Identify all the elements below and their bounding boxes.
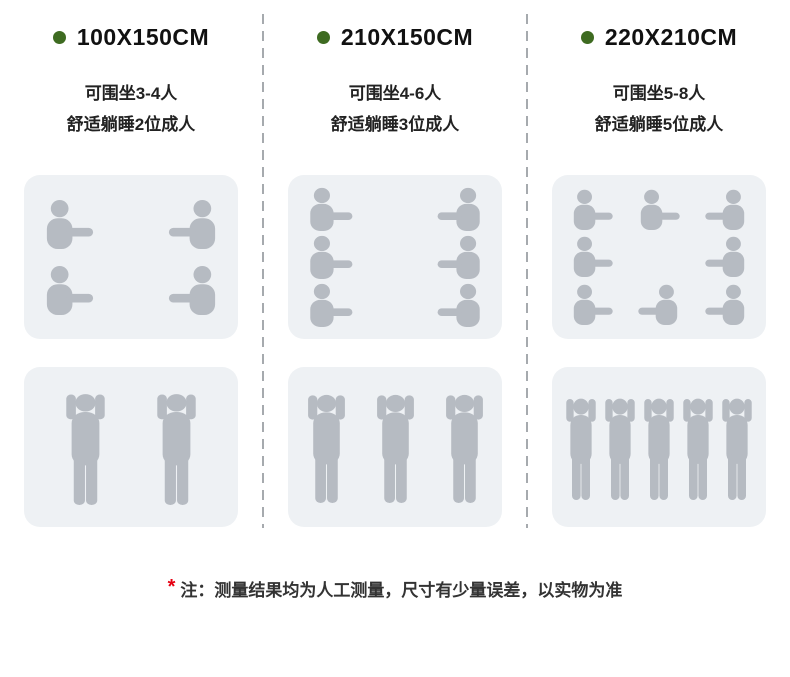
seated-person-icon (702, 236, 750, 278)
green-bullet-icon (316, 30, 330, 44)
seated-row (568, 236, 750, 278)
seated-person-icon (165, 199, 222, 249)
seated-person-icon (568, 284, 616, 325)
seated-person-icon (705, 237, 745, 278)
lying-person-icon (680, 394, 716, 500)
lying-person-icon (376, 395, 414, 504)
sleep-capacity-line: 舒适躺睡5位成人 (594, 115, 724, 135)
lying-person-icon (644, 398, 674, 500)
size-header: 100X150CM (52, 22, 210, 52)
seated-person-icon (46, 265, 94, 315)
size-column-210x150: 210X150CM 可围坐4-6人 舒适躺睡3位成人 (264, 14, 526, 528)
size-label: 220X210CM (604, 23, 738, 50)
seated-person-icon (310, 235, 353, 279)
size-label: 210X150CM (340, 23, 474, 50)
seated-person-icon (168, 265, 216, 315)
seated-capacity-diagram (552, 174, 766, 339)
capacity-description: 可围坐3-4人 舒适躺睡2位成人 (67, 78, 195, 141)
lying-person-icon (602, 394, 638, 500)
seated-person-icon (434, 235, 486, 279)
measurement-note: * 注：测量结果均为人工测量，尺寸有少量误差，以实物为准 (0, 576, 790, 601)
seated-person-icon (434, 187, 486, 231)
lying-person-icon (153, 389, 200, 505)
seated-row (40, 265, 222, 315)
seated-person-icon (568, 189, 616, 231)
seated-person-icon (705, 284, 745, 325)
seated-person-icon (437, 187, 480, 231)
lying-person-icon (641, 394, 677, 500)
sleeping-capacity-diagram (24, 366, 238, 527)
size-label: 100X150CM (76, 23, 210, 50)
seated-capacity-diagram (24, 174, 238, 339)
seated-person-icon (304, 283, 356, 327)
seated-row (568, 284, 750, 325)
seated-row (304, 283, 486, 327)
red-asterisk-icon: * (167, 576, 176, 598)
lying-person-icon (157, 393, 196, 505)
lying-person-icon (722, 398, 752, 500)
lying-person-icon (62, 389, 109, 505)
seated-person-icon (437, 235, 480, 279)
lying-person-icon (373, 390, 418, 504)
green-bullet-icon (580, 30, 594, 44)
seated-person-icon (568, 236, 616, 278)
seated-person-icon (638, 284, 678, 325)
sleep-capacity-line: 舒适躺睡2位成人 (66, 115, 196, 135)
green-bullet-icon (52, 30, 66, 44)
seated-row (40, 199, 222, 249)
seated-person-icon (310, 283, 353, 327)
lying-person-icon (719, 394, 755, 500)
seated-row (304, 187, 486, 231)
seated-person-icon (304, 187, 356, 231)
seated-person-icon (705, 189, 745, 231)
seated-person-icon (635, 284, 683, 325)
seat-capacity-line: 可围坐5-8人 (612, 84, 706, 103)
seated-person-icon (168, 199, 216, 249)
seated-person-icon (40, 199, 97, 249)
seated-person-icon (46, 199, 94, 249)
capacity-description: 可围坐5-8人 舒适躺睡5位成人 (595, 78, 723, 141)
seated-row (568, 189, 750, 231)
lying-person-icon (442, 390, 487, 504)
seated-person-icon (40, 265, 97, 315)
seated-person-icon (165, 265, 222, 315)
size-header: 220X210CM (580, 22, 738, 52)
seated-row (304, 235, 486, 279)
dashed-divider (262, 14, 264, 528)
size-column-220x210: 220X210CM 可围坐5-8人 舒适躺睡5位成人 (528, 14, 790, 528)
capacity-description: 可围坐4-6人 舒适躺睡3位成人 (331, 78, 459, 141)
seated-person-icon (304, 235, 356, 279)
size-columns: 100X150CM 可围坐3-4人 舒适躺睡2位成人 210X150CM 可围坐… (0, 14, 790, 528)
lying-person-icon (605, 398, 635, 500)
lying-person-icon (566, 398, 596, 500)
lying-person-icon (683, 398, 713, 500)
size-header: 210X150CM (316, 22, 474, 52)
seated-person-icon (640, 189, 680, 231)
seat-capacity-line: 可围坐4-6人 (348, 84, 442, 103)
seated-person-icon (573, 189, 613, 231)
sleep-capacity-line: 舒适躺睡3位成人 (330, 115, 460, 135)
lying-person-icon (563, 394, 599, 500)
seated-person-icon (702, 284, 750, 325)
seat-capacity-line: 可围坐3-4人 (84, 84, 178, 103)
sleeping-capacity-diagram (288, 366, 502, 527)
lying-person-icon (304, 390, 349, 504)
lying-person-icon (445, 395, 483, 504)
lying-person-icon (307, 395, 345, 504)
seated-person-icon (437, 283, 480, 327)
sleeping-capacity-diagram (552, 366, 766, 527)
seated-capacity-diagram (288, 174, 502, 339)
dashed-divider (526, 14, 528, 528)
seated-person-icon (434, 283, 486, 327)
note-text: 注：测量结果均为人工测量，尺寸有少量误差，以实物为准 (180, 581, 623, 600)
seated-person-icon (702, 189, 750, 231)
seated-person-icon (573, 284, 613, 325)
seated-person-icon (573, 237, 613, 278)
lying-person-icon (66, 393, 105, 505)
seated-person-icon (310, 187, 353, 231)
seated-person-icon (635, 189, 683, 231)
size-column-100x150: 100X150CM 可围坐3-4人 舒适躺睡2位成人 (0, 14, 262, 528)
